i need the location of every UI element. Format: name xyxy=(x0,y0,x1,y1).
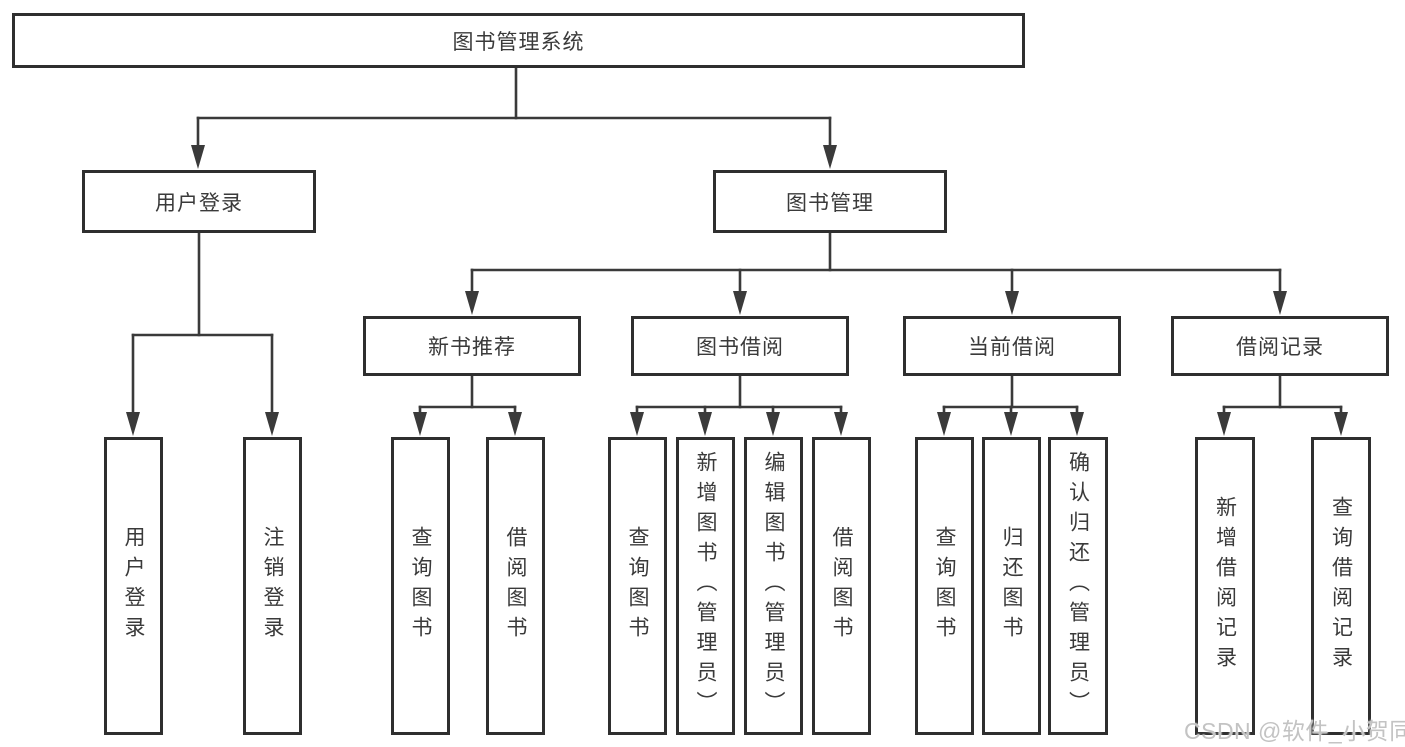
leaf-user-login: 用户登录 xyxy=(104,437,163,735)
leaf-query-borrow-record: 查询借阅记录 xyxy=(1311,437,1371,735)
leaf-label: 注销登录 xyxy=(261,526,284,646)
leaf-add-borrow-record: 新增借阅记录 xyxy=(1195,437,1255,735)
node-section-book-borrow: 图书借阅 xyxy=(631,316,849,376)
node-section-borrow-record: 借阅记录 xyxy=(1171,316,1389,376)
csdn-watermark: CSDN @软件_小贺同学 xyxy=(1184,718,1405,744)
node-root-label: 图书管理系统 xyxy=(452,30,585,54)
leaf-borrow-book: 借阅图书 xyxy=(486,437,545,735)
node-section-label: 借阅记录 xyxy=(1236,336,1324,359)
leaf-logout: 注销登录 xyxy=(243,437,302,735)
leaf-borrow-book: 借阅图书 xyxy=(812,437,871,735)
node-user-login-label: 用户登录 xyxy=(155,191,243,215)
node-root-system: 图书管理系统 xyxy=(12,13,1025,68)
leaf-label: 新增借阅记录 xyxy=(1213,496,1237,676)
leaf-label: 查询借阅记录 xyxy=(1329,496,1353,676)
leaf-add-book-admin: 新增图书（管理员） xyxy=(676,437,735,735)
leaf-label: 新增图书（管理员） xyxy=(694,451,717,721)
leaf-query-book: 查询图书 xyxy=(915,437,974,735)
leaf-label: 确认归还（管理员） xyxy=(1066,451,1090,721)
node-book-mgmt-module: 图书管理 xyxy=(713,170,947,233)
leaf-query-book: 查询图书 xyxy=(391,437,450,735)
leaf-label: 用户登录 xyxy=(122,526,145,646)
leaf-label: 编辑图书（管理员） xyxy=(762,451,785,721)
leaf-query-book: 查询图书 xyxy=(608,437,667,735)
leaf-label: 查询图书 xyxy=(409,526,432,646)
leaf-label: 借阅图书 xyxy=(504,526,527,646)
node-section-new-book-recommend: 新书推荐 xyxy=(363,316,581,376)
leaf-label: 查询图书 xyxy=(933,526,956,646)
node-user-login-module: 用户登录 xyxy=(82,170,316,233)
leaf-label: 查询图书 xyxy=(626,526,649,646)
leaf-confirm-return-admin: 确认归还（管理员） xyxy=(1048,437,1108,735)
leaf-edit-book-admin: 编辑图书（管理员） xyxy=(744,437,803,735)
leaf-label: 归还图书 xyxy=(1000,526,1023,646)
node-section-label: 新书推荐 xyxy=(428,336,516,359)
node-book-mgmt-label: 图书管理 xyxy=(786,191,874,215)
node-section-label: 当前借阅 xyxy=(968,336,1056,359)
arrowhead-icons xyxy=(126,145,1348,436)
node-section-label: 图书借阅 xyxy=(696,336,784,359)
leaf-label: 借阅图书 xyxy=(830,526,853,646)
leaf-return-book: 归还图书 xyxy=(982,437,1041,735)
node-section-current-borrow: 当前借阅 xyxy=(903,316,1121,376)
